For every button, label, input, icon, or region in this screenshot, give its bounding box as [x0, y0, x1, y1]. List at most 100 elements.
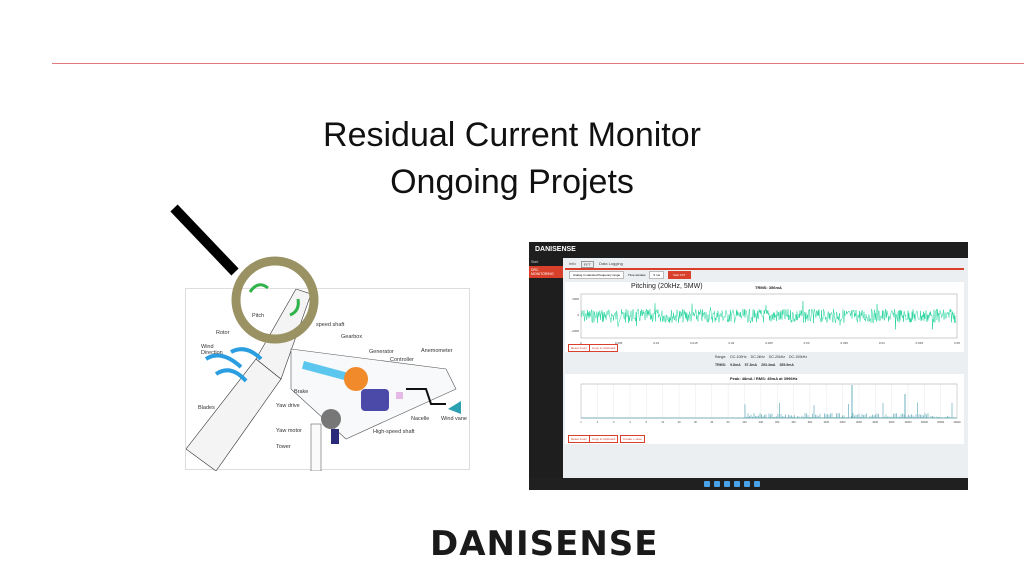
x-tick-label: 30000	[937, 420, 945, 424]
create-save-button[interactable]: Create + save	[620, 435, 645, 443]
app-icon[interactable]	[744, 481, 750, 487]
x-tick-label: 600	[808, 420, 813, 424]
x-tick-label: 0.015	[690, 341, 698, 345]
danisense-logo: DANISENSE	[430, 524, 659, 564]
time-plot-title: Pitching (20kHz, 5MW)	[631, 283, 703, 290]
tab-underline	[565, 268, 964, 270]
tab-bar: Info FFT Data Logging	[569, 261, 623, 268]
search-icon[interactable]	[714, 481, 720, 487]
x-tick-label: 3000	[856, 420, 862, 424]
y-tick-label: -2000	[571, 329, 579, 333]
x-tick-label: 0.02	[728, 341, 734, 345]
time-select[interactable]: 5 ms	[649, 271, 664, 279]
app-logo: DANISENSE	[535, 246, 576, 253]
x-tick-label: 1	[580, 420, 582, 424]
x-tick-label: 6000	[889, 420, 895, 424]
label-nacelle: Nacelle	[411, 416, 430, 422]
x-tick-label: 30	[694, 420, 697, 424]
plot-frame	[580, 383, 958, 419]
label-rotor: Rotor	[216, 330, 230, 336]
reset-zoom-button[interactable]: Reset zoom	[568, 435, 591, 443]
y-tick-label: 2000	[572, 297, 579, 301]
slide-subtitle: Ongoing Projets	[390, 163, 634, 201]
x-tick-label: 2000	[840, 420, 846, 424]
app-icon[interactable]	[724, 481, 730, 487]
x-tick-label: 0.03	[804, 341, 810, 345]
app-icon[interactable]	[754, 481, 760, 487]
label-wind-vane: Wind vane	[441, 416, 467, 422]
range-row: Range: DC-100Hz DC-2kHz DC-20kHz DC-100k…	[715, 355, 807, 359]
label-pitch: Pitch	[252, 313, 265, 319]
mode-select[interactable]: Analog in selected frequency range	[569, 271, 625, 279]
x-tick-label: 100	[742, 420, 747, 424]
x-tick-label: 40	[710, 420, 713, 424]
range-value: DC-2kHz	[750, 355, 765, 359]
fft-plot-title: Peak: 48mA / RMS: 45mA at 3996Hz	[730, 376, 798, 381]
x-tick-label: 10000	[904, 420, 912, 424]
x-tick-label: 0.01	[653, 341, 659, 345]
windows-taskbar	[529, 478, 968, 490]
danisense-app-screenshot: DANISENSE Start DRC MONITORING Info FFT …	[529, 242, 968, 490]
x-tick-label: 0.005	[615, 341, 623, 345]
x-tick-label: 20	[678, 420, 681, 424]
label-wind-direction: Wind Direction	[201, 344, 223, 356]
x-tick-label: 300	[775, 420, 780, 424]
time-plot-trms: TRMS: 356mA	[755, 285, 782, 290]
y-tick-label: 0	[577, 313, 579, 317]
x-tick-label: 400	[791, 420, 796, 424]
start-fft-button[interactable]: Start FFT	[667, 271, 691, 279]
x-tick-label: 3	[613, 420, 615, 424]
sidebar-item-start[interactable]: Start	[531, 260, 539, 264]
x-tick-label: 0.05	[954, 341, 960, 345]
x-tick-label: 60	[727, 420, 730, 424]
trms-value: 57.3mA	[744, 363, 758, 367]
x-tick-label: 0.035	[840, 341, 848, 345]
fft-controls: Analog in selected frequency range Time …	[569, 271, 691, 279]
copy-clipboard-button[interactable]: Copy to clipboard	[589, 435, 619, 443]
trms-label: TRMS:	[715, 363, 727, 367]
x-tick-label: 0.04	[879, 341, 885, 345]
label-tower: Tower	[276, 444, 291, 450]
label-high-speed-shaft: High-speed shaft	[373, 429, 415, 435]
label-yaw-motor: Yaw motor	[276, 428, 302, 434]
header-divider	[52, 63, 1024, 64]
sidebar-item-drc-monitoring[interactable]: DRC MONITORING	[529, 266, 563, 278]
time-label: Time window	[628, 273, 646, 277]
wind-turbine-diagram: Rotor speed shaft Gearbox Wind Direction…	[185, 288, 470, 472]
x-tick-label: 10	[661, 420, 664, 424]
range-label: Range:	[715, 355, 727, 359]
app-icon[interactable]	[734, 481, 740, 487]
x-tick-label: 200	[759, 420, 764, 424]
label-gearbox: Gearbox	[341, 334, 363, 340]
tab-data-logging[interactable]: Data Logging	[599, 261, 623, 266]
trms-value: 9.8mA	[730, 363, 741, 367]
label-speed-shaft: speed shaft	[316, 322, 345, 328]
start-icon[interactable]	[704, 481, 710, 487]
label-yaw-drive: Yaw drive	[276, 403, 300, 409]
turbine-illustration	[185, 288, 461, 472]
signal-trace	[580, 301, 957, 330]
x-tick-label: 4000	[872, 420, 878, 424]
label-controller: Controller	[390, 357, 414, 363]
x-tick-label: 20000	[921, 420, 929, 424]
trms-row: TRMS: 9.8mA 57.3mA 293.4mA 355.9mA	[715, 363, 794, 367]
x-tick-label: 1000	[823, 420, 829, 424]
x-tick-label: 4	[629, 420, 631, 424]
tab-info[interactable]: Info	[569, 261, 576, 266]
label-anemometer: Anemometer	[421, 348, 453, 354]
range-value: DC-100kHz	[789, 355, 808, 359]
tab-fft[interactable]: FFT	[580, 261, 595, 268]
app-main: Info FFT Data Logging Analog in selected…	[565, 258, 964, 478]
reset-zoom-button[interactable]: Reset zoom	[568, 344, 591, 352]
copy-clipboard-button[interactable]: Copy to clipboard	[589, 344, 619, 352]
label-brake: Brake	[294, 389, 309, 395]
x-tick-label: 40000	[953, 420, 961, 424]
x-tick-label: 2	[597, 420, 599, 424]
magnifier-icon	[170, 204, 319, 344]
taskbar-apps	[704, 481, 760, 487]
time-plot-panel: Pitching (20kHz, 5MW) TRMS: 356mA 0 0.005…	[565, 282, 964, 352]
trms-value: 355.9mA	[779, 363, 794, 367]
